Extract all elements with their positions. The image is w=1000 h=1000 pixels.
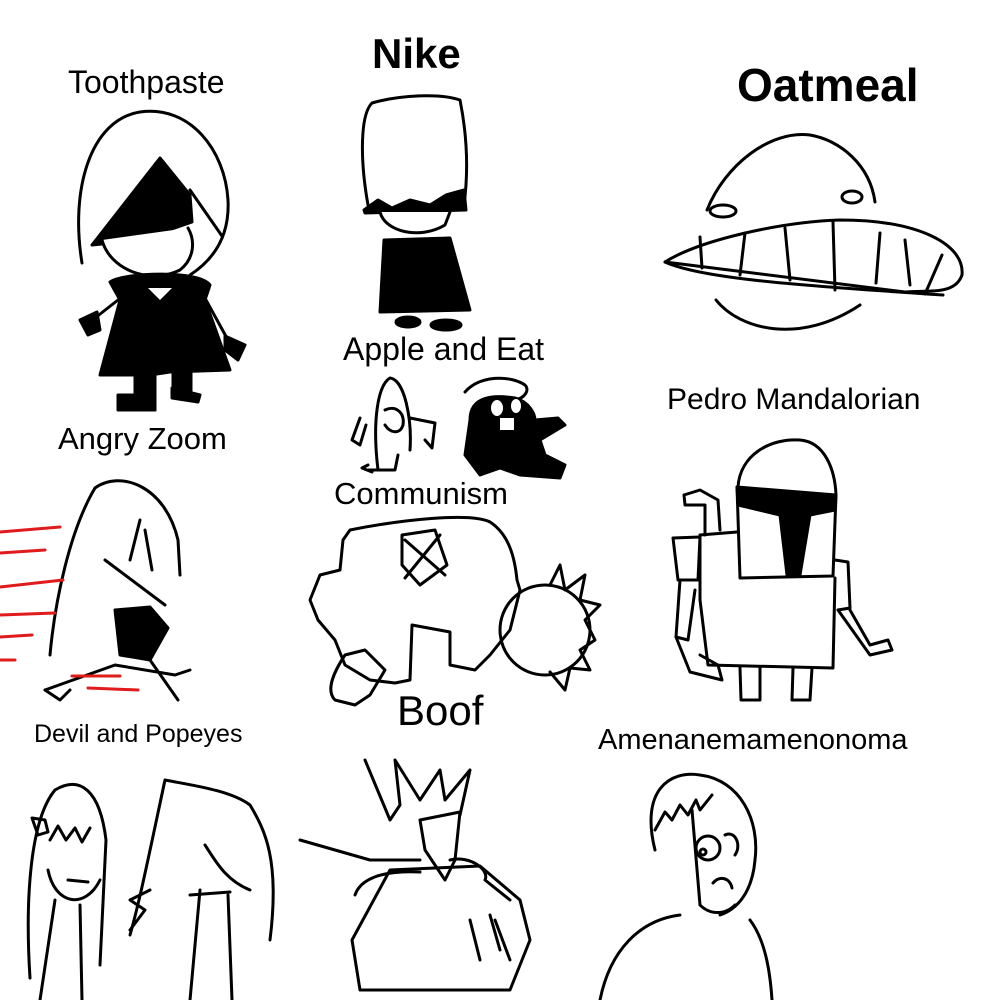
- label-boof: Boof: [397, 687, 484, 734]
- label-toothpaste: Toothpaste: [68, 64, 225, 100]
- label-amenanemamenonoma: Amenanemamenonoma: [598, 724, 908, 756]
- apple-and-eat-characters: [350, 376, 567, 480]
- label-angry-zoom: Angry Zoom: [58, 421, 227, 456]
- oatmeal-character: [663, 133, 964, 331]
- boof-character: [298, 758, 532, 992]
- angry-zoom-runner: [0, 479, 192, 702]
- label-nike: Nike: [372, 30, 461, 77]
- angry-zoom-character: [77, 109, 247, 412]
- label-oatmeal: Oatmeal: [737, 59, 919, 111]
- devil-and-popeyes-characters: [26, 778, 275, 1000]
- nike-character: [360, 94, 472, 332]
- label-communism: Communism: [334, 476, 508, 511]
- pedro-mandalorian-character: [671, 438, 894, 702]
- label-apple-and-eat: Apple and Eat: [343, 331, 545, 367]
- label-devil-and-popeyes: Devil and Popeyes: [34, 720, 243, 748]
- communism-character: [308, 515, 602, 707]
- label-pedro-mandalorian: Pedro Mandalorian: [667, 383, 921, 416]
- amenanemamenonoma-character: [598, 772, 774, 1000]
